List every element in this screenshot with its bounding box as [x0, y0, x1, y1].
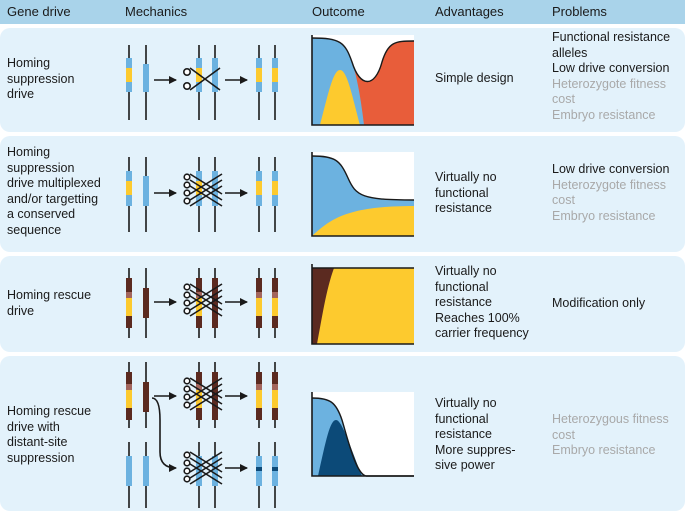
- chromosome-segments-row1: [126, 58, 278, 92]
- scissors-icon: [183, 67, 221, 91]
- chromosome-segments-row4: [126, 372, 278, 486]
- outcome-graph-row1: [311, 35, 415, 126]
- problems-cell: Heterozygous fitness cost Embryo resista…: [552, 412, 669, 457]
- chromosome-segments-row2: [126, 171, 278, 206]
- multiplex-scissors-icon: [183, 377, 223, 411]
- problems-cell: Functional resistance alleles Low drive …: [552, 30, 671, 122]
- table-header: Gene drive Mechanics Outcome Advantages …: [0, 0, 685, 24]
- outcome-graph-row4: [311, 392, 414, 477]
- multiplex-scissors-icon: [183, 173, 223, 207]
- problems-cell: Modification only: [552, 296, 646, 310]
- advantages-cell: Simple design: [435, 71, 514, 85]
- header-advantages: Advantages: [435, 4, 504, 19]
- header-problems: Problems: [552, 4, 607, 19]
- chromosome-segments-row3: [126, 278, 278, 328]
- header-gene-drive: Gene drive: [7, 4, 71, 19]
- outcome-graph-row3: [311, 264, 414, 345]
- header-mechanics: Mechanics: [125, 4, 188, 19]
- outcome-graph-row2: [311, 152, 415, 237]
- header-outcome: Outcome: [312, 4, 365, 19]
- problems-cell: Low drive conversion Heterozygote fitnes…: [552, 162, 670, 223]
- multiplex-scissors-icon: [183, 451, 223, 485]
- multiplex-scissors-icon: [183, 283, 223, 317]
